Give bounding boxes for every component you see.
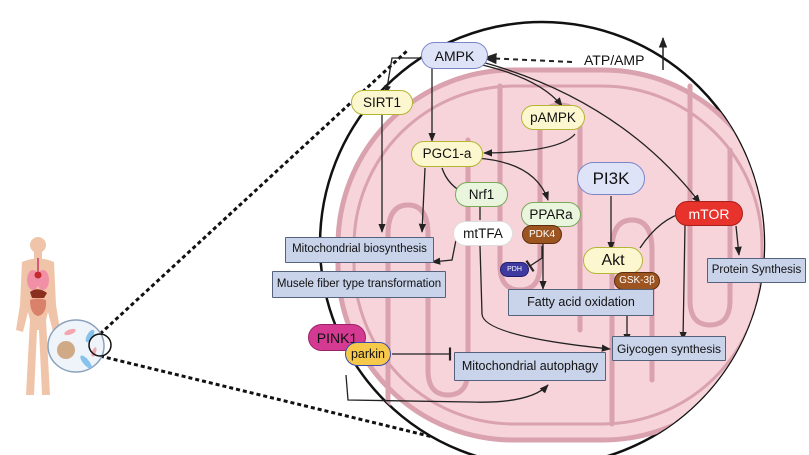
outcome-protein-synthesis: Protein Synthesis bbox=[707, 258, 806, 283]
outcome-fiber-type: Musele fiber type transformation bbox=[272, 271, 446, 298]
node-pi3k: PI3K bbox=[577, 162, 645, 195]
node-parkin: parkin bbox=[345, 342, 391, 366]
node-gsk3b: GSK-3β bbox=[614, 272, 660, 290]
node-pdk4: PDK4 bbox=[522, 225, 562, 244]
human-body-icon bbox=[16, 237, 60, 395]
outcome-fatty-acid-oxidation: Fatty acid oxidation bbox=[508, 289, 654, 316]
outcome-glycogen-synthesis: Giycogen synthesis bbox=[612, 336, 726, 361]
node-nrf1: Nrf1 bbox=[455, 182, 508, 207]
atp-dashed-arrow bbox=[482, 52, 573, 65]
atp-amp-label: ATP/AMP bbox=[584, 52, 645, 68]
node-mtor: mTOR bbox=[675, 201, 743, 226]
cell-icon bbox=[47, 319, 112, 373]
node-sirt1: SIRT1 bbox=[351, 90, 413, 115]
node-pampk: pAMPK bbox=[521, 105, 585, 130]
node-ppara: PPARa bbox=[521, 202, 581, 227]
node-pdh: PDH bbox=[500, 262, 529, 277]
pdk4-inhibits-pdh bbox=[525, 246, 543, 273]
activation-arrows bbox=[345, 57, 742, 403]
node-akt: Akt bbox=[583, 247, 643, 274]
node-pgc1a: PGC1-a bbox=[411, 141, 483, 167]
zoom-lines bbox=[98, 48, 471, 448]
outcome-mito-autophagy: Mitochondrial autophagy bbox=[454, 352, 606, 381]
node-mttfa: mtTFA bbox=[453, 221, 513, 246]
node-ampk: AMPK bbox=[421, 42, 488, 69]
outcome-mito-biosynthesis: Mitochondrial biosynthesis bbox=[285, 237, 434, 263]
